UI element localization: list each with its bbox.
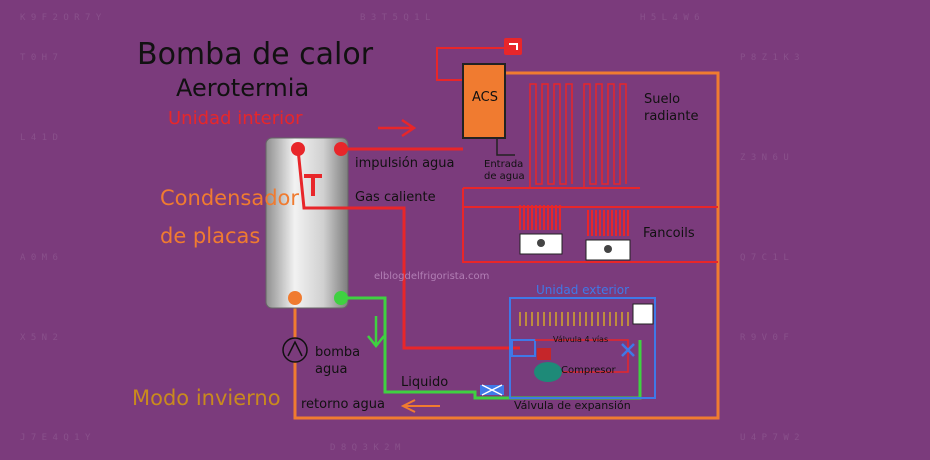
outdoor-fan-icon — [632, 303, 654, 325]
svg-text:D 8 Q 3 K 2 M: D 8 Q 3 K 2 M — [330, 443, 401, 453]
indoor-unit-label: Unidad interior — [168, 108, 303, 129]
svg-text:A 0 M 6: A 0 M 6 — [20, 253, 58, 263]
acs-tank — [462, 63, 506, 139]
page-subtitle: Aerotermia — [176, 74, 310, 102]
water-inlet-label-1: Entrada — [484, 159, 524, 170]
outdoor-coil — [519, 312, 629, 326]
reversing-block — [537, 348, 551, 360]
liquid-arrow-icon — [367, 316, 385, 349]
return-arrow-icon — [400, 399, 440, 413]
expansion-valve-outdoor-icon — [621, 343, 635, 357]
exterior-refrigerant-loop — [535, 339, 629, 373]
water-inlet-label-2: de agua — [484, 171, 525, 182]
outdoor-unit-label: Unidad exterior — [536, 283, 630, 297]
water-tap-icon — [504, 38, 522, 55]
expansion-valve-label: Válvula de expansión — [514, 399, 631, 412]
four-way-valve-label: Válvula 4 vías — [553, 335, 609, 344]
hot-gas-pipe — [296, 148, 520, 350]
return-label: retorno agua — [301, 397, 385, 412]
page-title: Bomba de calor — [137, 37, 374, 72]
acs-return-pipe — [462, 188, 718, 263]
water-pump-icon — [282, 337, 308, 363]
pump-label-2: agua — [315, 362, 348, 377]
background-matrix: K 9 F 2 O R 7 Y B 3 T 5 Q 1 L H 5 L 4 W … — [20, 13, 800, 453]
watermark-text: elblogdelfrigorista.com — [374, 271, 490, 282]
mode-label: Modo invierno — [132, 386, 281, 410]
hot-gas-label: Gas caliente — [355, 190, 436, 205]
svg-text:Q 7 C 1 L: Q 7 C 1 L — [740, 253, 789, 263]
fancoil-left — [519, 205, 563, 255]
underfloor-label-2: radiante — [644, 109, 699, 124]
liquid-label: Liquido — [401, 375, 449, 390]
underfloor-coils — [529, 83, 627, 188]
svg-text:K 9 F 2 O R 7 Y: K 9 F 2 O R 7 Y — [20, 13, 102, 23]
svg-text:J 7 E 4 Q 1 Y: J 7 E 4 Q 1 Y — [20, 433, 91, 443]
four-way-valve-icon — [511, 339, 536, 357]
water-inlet-pipe — [496, 138, 515, 156]
condenser-logo-icon — [304, 174, 322, 196]
underfloor-label-1: Suelo — [644, 92, 681, 107]
compressor-icon — [534, 362, 562, 382]
svg-text:U 4 P 7 W 2: U 4 P 7 W 2 — [740, 433, 800, 443]
svg-text:H 5 L 4 W 6: H 5 L 4 W 6 — [640, 13, 700, 23]
impulsion-label: impulsión agua — [355, 156, 455, 171]
port-water-out — [288, 291, 302, 305]
acs-label: ACS — [472, 90, 498, 105]
plate-condenser — [265, 137, 349, 309]
svg-text:Z 3 N 6 U: Z 3 N 6 U — [740, 153, 789, 163]
svg-text:B 3 T 5 Q 1 L: B 3 T 5 Q 1 L — [360, 13, 430, 23]
compressor-label: Compresor — [561, 365, 616, 376]
expansion-valve-indoor-icon — [480, 384, 504, 396]
svg-text:L 4 1 D: L 4 1 D — [20, 133, 58, 143]
impulsion-arrow-icon — [378, 118, 417, 138]
pump-label-1: bomba — [315, 345, 361, 360]
fancoils-label: Fancoils — [643, 226, 695, 241]
condenser-label-line1: Condensador — [160, 186, 300, 210]
outdoor-unit-box — [509, 297, 656, 399]
svg-text:P 8 Z 1 K 3: P 8 Z 1 K 3 — [740, 53, 800, 63]
condenser-label-line2: de placas — [160, 224, 261, 248]
svg-text:R 9 V 0 F: R 9 V 0 F — [740, 333, 789, 343]
water-return-loop — [293, 71, 720, 420]
svg-text:X 5 N 2: X 5 N 2 — [20, 333, 58, 343]
fancoil-right — [585, 210, 631, 261]
svg-text:T 0 H 7: T 0 H 7 — [20, 53, 58, 63]
acs-top-pipe — [436, 47, 512, 81]
